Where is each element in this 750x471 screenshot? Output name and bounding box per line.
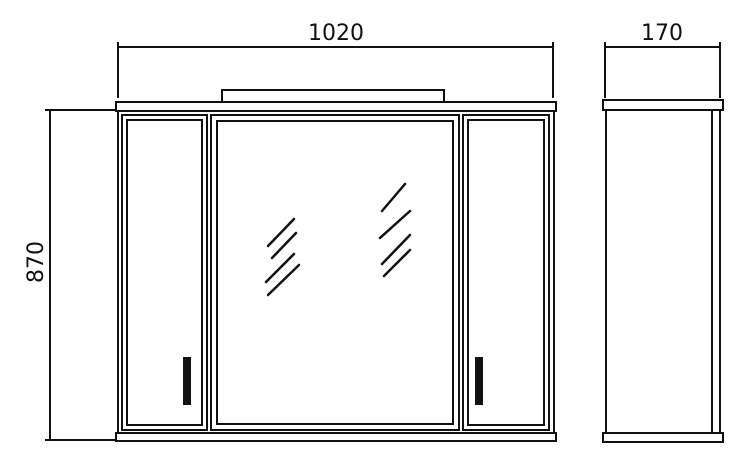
height-label: 870 <box>24 241 49 283</box>
left-door-handle <box>183 357 191 405</box>
depth-dimension <box>604 42 721 98</box>
left-door <box>121 114 208 431</box>
top-light-fixture <box>221 89 445 103</box>
side-bottom-panel <box>602 432 724 443</box>
left-door-outer <box>121 114 208 431</box>
right-door <box>462 114 550 431</box>
width-label: 1020 <box>308 21 364 46</box>
side-top-panel <box>602 99 724 111</box>
front-view <box>115 89 557 442</box>
right-door-handle <box>475 357 483 405</box>
mirror-door <box>210 114 460 431</box>
side-body <box>605 109 721 434</box>
mirror-glass <box>216 120 454 425</box>
right-door-outer <box>462 114 550 431</box>
top-panel <box>115 101 557 112</box>
depth-label: 170 <box>641 21 683 46</box>
mirror-door-frame <box>210 114 460 431</box>
height-dimension <box>45 109 115 441</box>
width-dimension <box>117 42 554 98</box>
bottom-panel <box>115 432 557 442</box>
left-door-inner <box>126 119 203 426</box>
mirror-reflection-marks <box>264 182 412 297</box>
cabinet-body <box>117 110 555 434</box>
right-door-inner <box>467 119 545 426</box>
side-view <box>602 99 724 443</box>
